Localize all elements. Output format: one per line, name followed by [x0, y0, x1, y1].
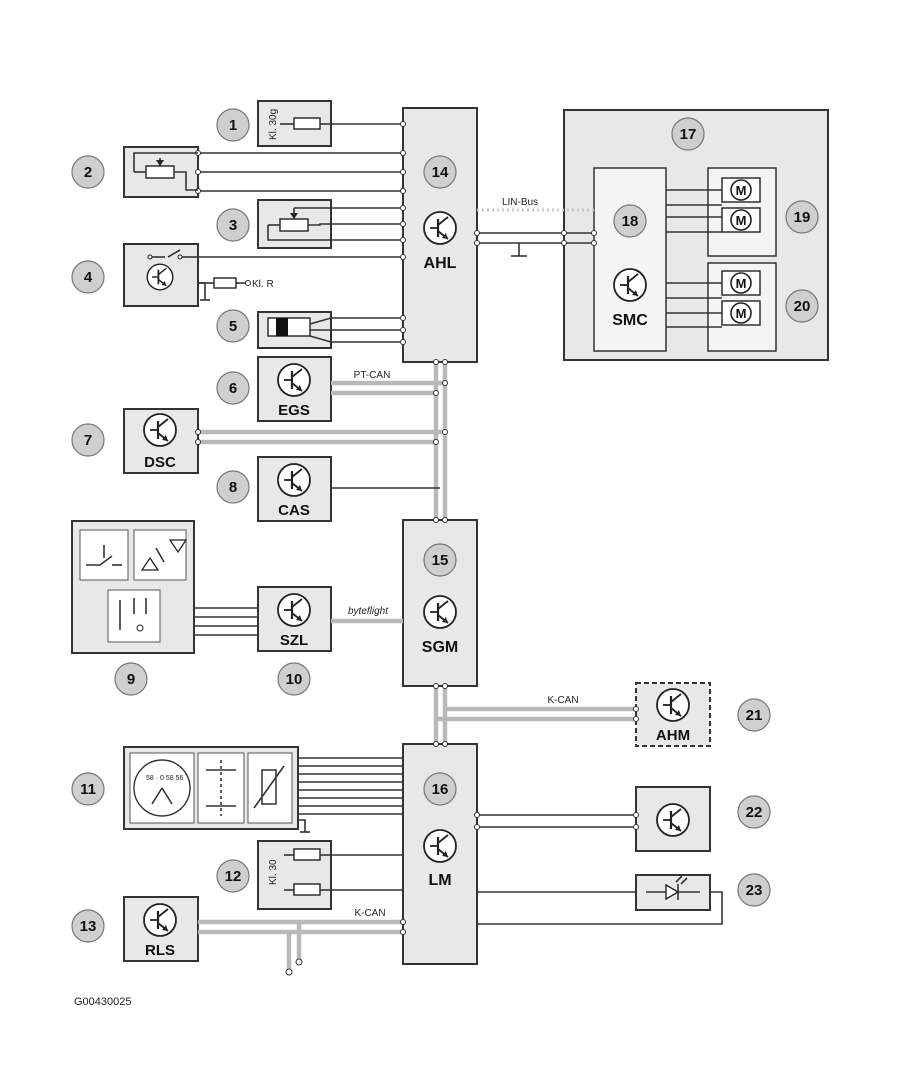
- sgm-label: SGM: [422, 639, 458, 656]
- fuse-icon: [293, 117, 321, 130]
- led-icon: [646, 875, 700, 901]
- svg-text:9: 9: [127, 671, 135, 688]
- rls-label: RLS: [145, 942, 175, 959]
- number-12: 12: [216, 859, 250, 893]
- number-4: 4: [71, 260, 105, 294]
- szl-transistor-icon: [276, 592, 312, 628]
- potentiometer-2-icon: [133, 152, 198, 191]
- svg-text:18: 18: [622, 213, 639, 230]
- svg-text:58 · 0 58 56: 58 · 0 58 56: [146, 775, 183, 782]
- svg-text:14: 14: [432, 164, 449, 181]
- number-3: 3: [216, 208, 250, 242]
- number-1: 1: [216, 108, 250, 142]
- svg-text:13: 13: [80, 918, 97, 935]
- resistor-icon: [213, 277, 237, 289]
- ahl-label: AHL: [424, 255, 457, 272]
- fuse-icon: [293, 848, 321, 861]
- svg-text:5: 5: [229, 318, 237, 335]
- number-19: 19: [785, 200, 819, 234]
- svg-text:1: 1: [229, 117, 237, 134]
- svg-text:7: 7: [84, 432, 92, 449]
- sgm-transistor-icon: [422, 594, 458, 630]
- ahl-transistor-icon: [422, 210, 458, 246]
- number-16: 16: [423, 772, 457, 806]
- kl-r-label: Kl. R: [252, 279, 274, 290]
- dsc-transistor-icon: [142, 412, 178, 448]
- k-can-bus-upper: [433, 686, 636, 744]
- svg-text:12: 12: [225, 868, 242, 885]
- switch-4-icon: [146, 249, 198, 291]
- k-can-bus-lower: [198, 919, 403, 972]
- number-11: 11: [71, 772, 105, 806]
- svg-text:10: 10: [286, 671, 303, 688]
- svg-text:22: 22: [746, 804, 763, 821]
- pt-can-label: PT-CAN: [354, 370, 391, 381]
- motor-label-3: M: [736, 276, 747, 291]
- lm-label: LM: [428, 872, 451, 889]
- svg-text:21: 21: [746, 707, 763, 724]
- svg-text:4: 4: [84, 269, 93, 286]
- number-6: 6: [216, 371, 250, 405]
- kl30g-label: Kl. 30g: [268, 109, 279, 140]
- ahm-transistor-icon: [655, 687, 691, 723]
- egs-label: EGS: [278, 402, 310, 419]
- number-17: 17: [671, 117, 705, 151]
- cas-label: CAS: [278, 502, 310, 519]
- number-22: 22: [737, 795, 771, 829]
- motor-label-1: M: [736, 183, 747, 198]
- fuse-icon: [293, 883, 321, 896]
- k-can-lower-label: K-CAN: [354, 908, 385, 919]
- svg-text:23: 23: [746, 882, 763, 899]
- ahm-label: AHM: [656, 727, 690, 744]
- svg-text:20: 20: [794, 298, 811, 315]
- component-22-transistor-icon: [655, 802, 691, 838]
- svg-text:2: 2: [84, 164, 92, 181]
- light-switch-11-icons: 58 · 0 58 56: [129, 752, 293, 824]
- k-can-upper-label: K-CAN: [547, 695, 578, 706]
- number-18: 18: [613, 204, 647, 238]
- lm-transistor-icon: [422, 828, 458, 864]
- byteflight-label: byteflight: [348, 606, 389, 617]
- number-10: 10: [277, 662, 311, 696]
- number-14: 14: [423, 155, 457, 189]
- pt-can-bus: [198, 362, 448, 520]
- svg-text:15: 15: [432, 552, 449, 569]
- number-21: 21: [737, 698, 771, 732]
- potentiometer-3-icon: [267, 207, 331, 241]
- number-8: 8: [216, 470, 250, 504]
- sensor-5-icon: [267, 317, 332, 343]
- figure-id: G00430025: [74, 996, 132, 1008]
- svg-text:3: 3: [229, 217, 237, 234]
- svg-text:17: 17: [680, 126, 697, 143]
- smc-label: SMC: [612, 312, 648, 329]
- signal-wires: [194, 123, 723, 925]
- motor-icons: [721, 177, 761, 326]
- lin-bus-label: LIN-Bus: [502, 197, 538, 208]
- number-20: 20: [785, 289, 819, 323]
- svg-text:8: 8: [229, 479, 237, 496]
- smc-module-box: [593, 167, 667, 352]
- number-13: 13: [71, 909, 105, 943]
- number-5: 5: [216, 309, 250, 343]
- cas-transistor-icon: [276, 462, 312, 498]
- svg-text:6: 6: [229, 380, 237, 397]
- svg-text:16: 16: [432, 781, 449, 798]
- number-9: 9: [114, 662, 148, 696]
- number-23: 23: [737, 873, 771, 907]
- motor-label-2: M: [736, 213, 747, 228]
- svg-text:11: 11: [80, 781, 96, 798]
- switch-cluster-9-icons: [79, 529, 188, 643]
- rls-transistor-icon: [142, 902, 178, 938]
- szl-label: SZL: [280, 632, 308, 649]
- dsc-label: DSC: [144, 454, 176, 471]
- kl30-label: Kl. 30: [268, 859, 279, 885]
- number-2: 2: [71, 155, 105, 189]
- number-7: 7: [71, 423, 105, 457]
- svg-text:19: 19: [794, 209, 811, 226]
- number-15: 15: [423, 543, 457, 577]
- motor-label-4: M: [736, 306, 747, 321]
- egs-transistor-icon: [276, 362, 312, 398]
- smc-transistor-icon: [612, 267, 648, 303]
